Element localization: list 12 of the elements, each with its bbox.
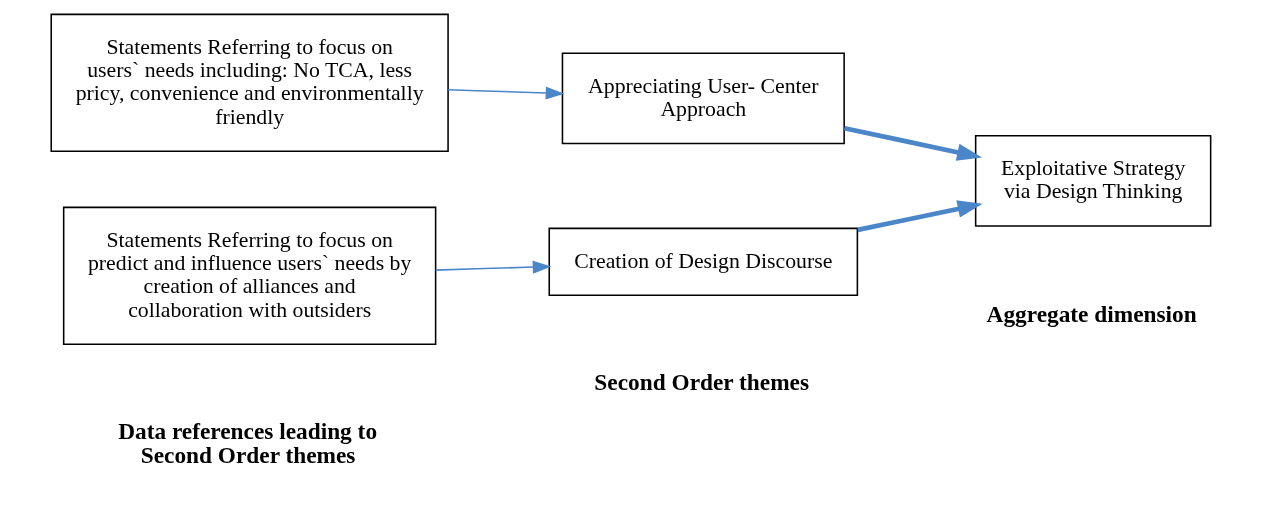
label: Second Order themes xyxy=(594,369,810,396)
node-box: Exploitative Strategy via Design Thinking xyxy=(974,135,1212,227)
label: Aggregate dimension xyxy=(986,300,1197,327)
node-box: Statements Referring to focus on users` needs including: No TCA, less pricy, convenience and environmentally friendly xyxy=(50,13,449,153)
arrow xyxy=(447,86,565,100)
arrow xyxy=(844,125,983,161)
node-box: Appreciating User- Center Approach xyxy=(561,52,845,145)
label: Data references leading to Second Order themes xyxy=(118,418,378,468)
node-box: Statements Referring to focus on predict and influence users` needs by creation of alliances and collaboration with outsiders xyxy=(62,206,437,346)
arrow xyxy=(857,200,983,233)
node-box: Creation of Design Discourse xyxy=(548,227,859,297)
arrow xyxy=(435,260,552,274)
